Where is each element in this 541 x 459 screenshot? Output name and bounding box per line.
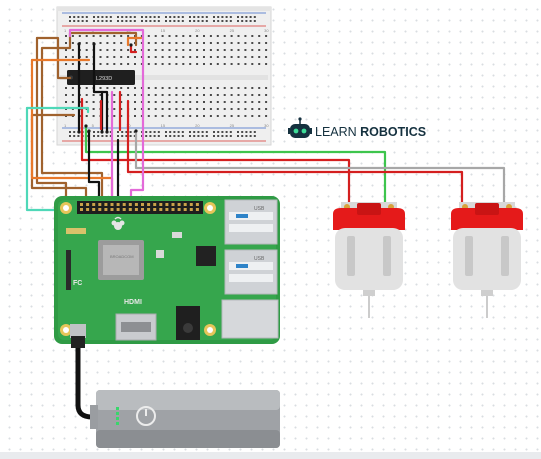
column-number: 1 bbox=[64, 123, 67, 128]
battery-indicator-leds bbox=[116, 407, 119, 425]
raspberry-icon bbox=[111, 216, 125, 230]
column-number: 15 bbox=[161, 28, 166, 33]
hdmi-label: HDMI bbox=[124, 299, 142, 306]
column-number: 20 bbox=[195, 28, 200, 33]
gpio-header bbox=[77, 201, 203, 214]
power-cable bbox=[71, 336, 100, 420]
bottom-edge bbox=[0, 452, 541, 459]
hdmi-port: HDMI bbox=[115, 299, 157, 341]
column-number: 25 bbox=[230, 28, 235, 33]
column-number: 20 bbox=[195, 123, 200, 128]
audio-jack bbox=[176, 306, 200, 340]
usb-label-bottom: USB bbox=[254, 256, 265, 262]
power-icon bbox=[136, 406, 156, 426]
wire-pink bbox=[68, 28, 145, 206]
wire-brown-3 bbox=[68, 31, 138, 47]
power-bank bbox=[90, 390, 280, 448]
column-number: 15 bbox=[161, 123, 166, 128]
svg-text:FC: FC bbox=[73, 280, 82, 287]
power-port bbox=[70, 324, 86, 338]
dc-motor-2 bbox=[451, 202, 523, 318]
wire-brown-2 bbox=[35, 36, 68, 206]
wire-black-gpio-2 bbox=[87, 129, 101, 206]
usb-port-bottom: USB bbox=[224, 249, 278, 295]
wire-red-vcc-3 bbox=[129, 43, 138, 54]
wire-teal bbox=[25, 106, 62, 212]
mounting-holes bbox=[60, 202, 216, 336]
learn-robotics-logo: LEARN ROBOTICS bbox=[288, 117, 426, 139]
column-number: 5 bbox=[92, 123, 95, 128]
wire-black-gpio bbox=[116, 138, 122, 206]
wire-red-motor2 bbox=[126, 99, 464, 206]
l293d-chip: L293D bbox=[67, 70, 135, 85]
wire-grey-motor2 bbox=[134, 129, 506, 206]
usb-port-top: USB bbox=[224, 199, 278, 245]
soc-chip: BROADCOM bbox=[98, 240, 144, 280]
wire-black-gnd-2 bbox=[92, 42, 109, 134]
ethernet-port bbox=[221, 299, 279, 339]
raspberry-pi-board: BROADCOM FC USB USB bbox=[54, 196, 280, 344]
column-number: 1 bbox=[64, 28, 67, 33]
robot-head-icon bbox=[288, 117, 312, 138]
wire-teal-top bbox=[25, 106, 90, 114]
column-number: 30 bbox=[264, 28, 269, 33]
wire-orange-3 bbox=[126, 36, 143, 47]
usb-label-top: USB bbox=[254, 206, 265, 212]
wires bbox=[25, 28, 506, 212]
logo-text-robotics: ROBOTICS bbox=[360, 125, 426, 139]
wire-brown-1 bbox=[35, 36, 72, 80]
dc-motor-1 bbox=[333, 202, 405, 318]
column-number: 30 bbox=[264, 123, 269, 128]
svg-text:LEARN ROBOTICS: LEARN ROBOTICS bbox=[315, 125, 426, 139]
logo-text-learn: LEARN bbox=[315, 125, 360, 139]
wire-green-motor1 bbox=[84, 124, 387, 206]
wire-red-motor1 bbox=[80, 97, 351, 206]
svg-text:BROADCOM: BROADCOM bbox=[110, 254, 134, 259]
chip-label: L293D bbox=[96, 76, 112, 82]
usb-controller-chip bbox=[196, 246, 216, 266]
column-number: 25 bbox=[230, 123, 235, 128]
